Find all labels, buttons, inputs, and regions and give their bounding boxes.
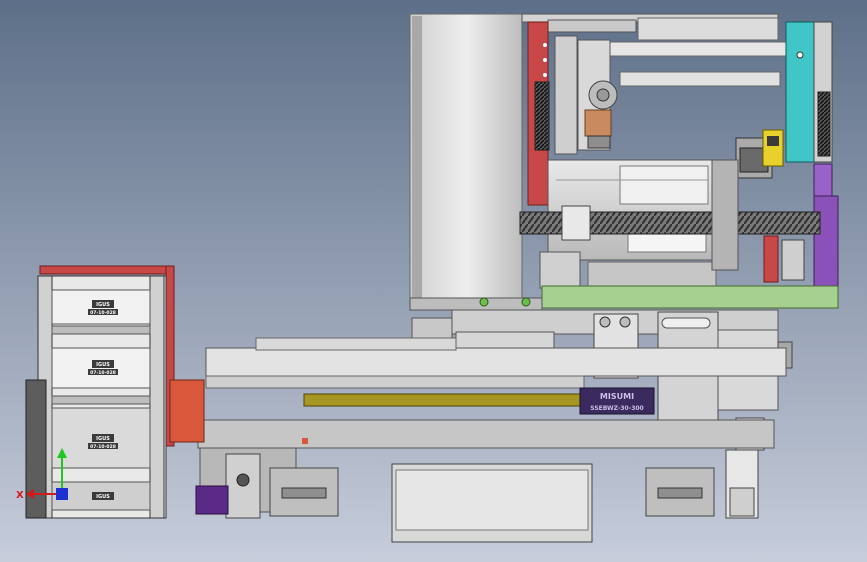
red-chain-carrier[interactable]	[39, 265, 175, 275]
green-base-plate[interactable]	[541, 285, 839, 309]
vertical-mount-plate[interactable]	[409, 13, 523, 311]
slide-model-label: SSEBWZ-30-300	[590, 405, 643, 412]
chain-brand-label-3: IGUS	[96, 436, 110, 442]
yellow-scale-rod[interactable]	[303, 393, 581, 407]
dark-purple-block[interactable]	[195, 485, 229, 515]
copper-nut-block[interactable]	[584, 109, 612, 137]
chain-model-label-3: 07-10-028	[90, 444, 116, 450]
cable-chain-assembly[interactable]: IGUS 07-10-028 IGUS 07-10-028 IGUS 07-10…	[25, 265, 205, 519]
chain-brand-label-2: IGUS	[96, 362, 110, 368]
linear-rail[interactable]	[205, 347, 787, 377]
base-frame[interactable]	[195, 419, 775, 543]
slide-label-plate	[579, 387, 655, 415]
chain-model-label-2: 07-10-028	[90, 370, 116, 376]
x-axis-label: X	[16, 490, 24, 501]
chain-brand-label-1: IGUS	[96, 302, 110, 308]
chain-brand-label-4: IGUS	[96, 494, 110, 500]
lead-screw[interactable]	[519, 211, 821, 235]
upper-column-assembly[interactable]	[409, 13, 839, 311]
orange-flange[interactable]	[169, 379, 205, 443]
purple-side-block[interactable]	[813, 195, 839, 289]
slide-brand-label: MISUMI	[600, 392, 634, 401]
chain-model-label-1: 07-10-028	[90, 310, 116, 316]
cyan-bracket[interactable]	[785, 21, 815, 163]
yellow-clamp[interactable]	[762, 129, 784, 167]
axis-triad: X	[16, 448, 68, 501]
